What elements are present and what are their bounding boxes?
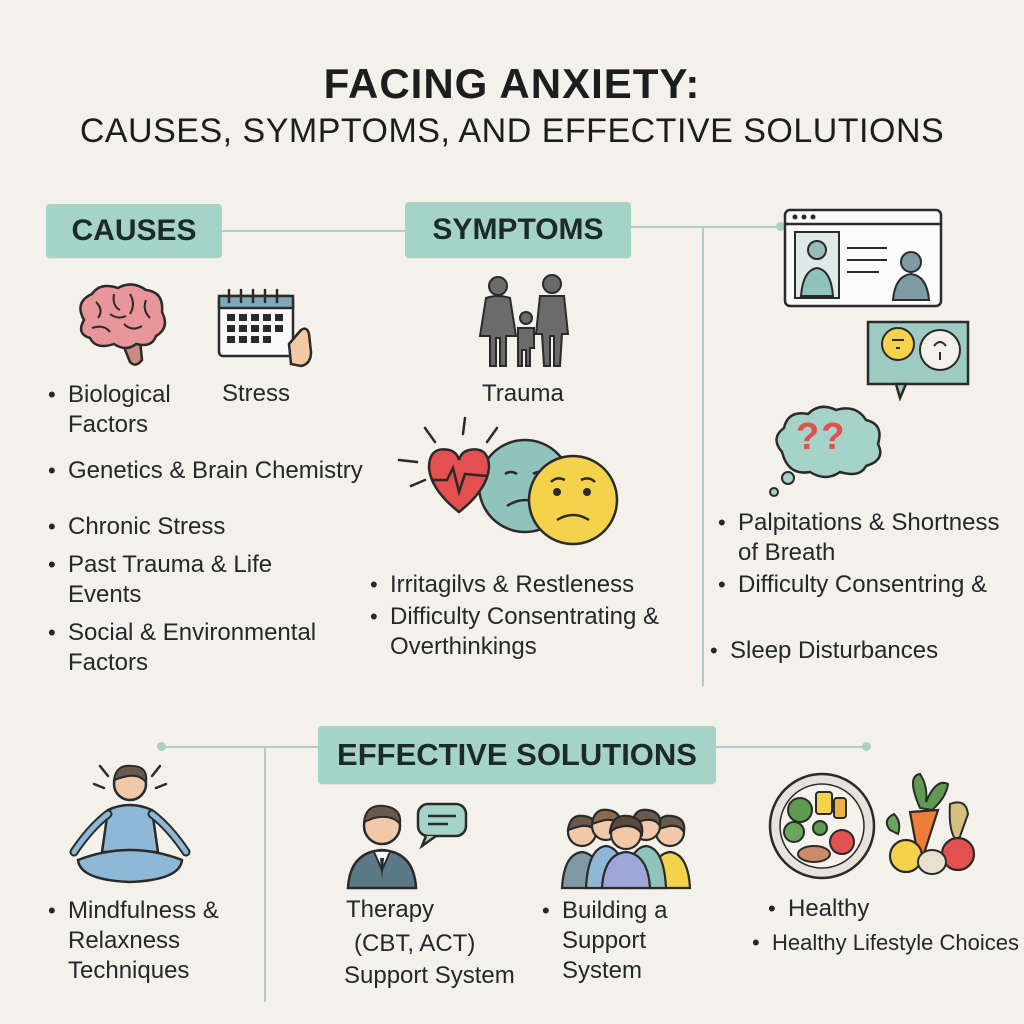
connector-dot-left <box>157 742 166 751</box>
connector-dot-right <box>862 742 871 751</box>
video-call-window-icon <box>783 208 943 308</box>
solution-support: Building a Support System <box>542 896 732 986</box>
solution-lifestyle: Healthy Lifestyle Choices <box>752 928 1022 958</box>
cause-item-chronic-stress: Chronic Stress <box>48 512 368 542</box>
page-title: FACING ANXIETY: <box>323 60 701 107</box>
page-subtitle: CAUSES, SYMPTOMS, AND EFFECTIVE SOLUTION… <box>79 112 945 150</box>
connector-bottom-vertical <box>264 746 266 1002</box>
support-group-icon <box>560 808 692 890</box>
solution-therapy: Therapy <box>346 896 435 923</box>
causes-heading: CAUSES <box>46 204 222 258</box>
cause-item-genetics: Genetics & Brain Chemistry <box>48 456 378 486</box>
vegetables-icon <box>885 772 976 875</box>
calendar-icon <box>217 288 313 368</box>
connector-bottom-horizontal <box>162 746 320 748</box>
symptoms-heading: SYMPTOMS <box>405 202 631 258</box>
symptom-item-palpitations: Palpitations & Shortness of Breath <box>718 508 1008 568</box>
solution-therapy-support: Support System <box>344 962 515 989</box>
cause-item-biological: Biological Factors <box>48 380 188 440</box>
thought-cloud-question-marks: ?? <box>796 416 847 458</box>
chat-bubbles-icon <box>866 320 970 402</box>
healthy-plate-icon <box>768 772 876 880</box>
cause-stress-label: Stress <box>222 380 291 407</box>
solution-mindfulness: Mindfulness & Relaxness Techniques <box>48 896 238 986</box>
cause-item-past-trauma: Past Trauma & Life Events <box>48 550 298 610</box>
symptom-item-difficulty: Difficulty Consentring & <box>718 570 1018 600</box>
therapist-speech-icon <box>346 802 468 890</box>
symptom-item-irritability: Irritagilvs & Restleness <box>370 570 690 600</box>
connector-right-vertical <box>702 226 704 686</box>
cause-item-social: Social & Environmental Factors <box>48 618 338 678</box>
thought-cloud-icon <box>769 405 882 497</box>
solutions-heading: EFFECTIVE SOLUTIONS <box>318 726 716 784</box>
brain-icon <box>79 283 167 366</box>
symptom-item-sleep: Sleep Disturbances <box>710 636 1000 666</box>
symptom-trauma-label: Trauma <box>482 380 564 407</box>
connector-top-right <box>630 226 780 228</box>
connector-top-horizontal <box>222 230 407 232</box>
heartbeat-sad-faces-icon <box>397 416 619 546</box>
solution-healthy: Healthy <box>768 894 869 924</box>
connector-dot-top <box>776 222 785 231</box>
family-icon <box>478 274 570 367</box>
symptom-item-concentration: Difficulty Consentrating & Overthinkings <box>370 602 680 662</box>
connector-bottom-right <box>716 746 866 748</box>
meditation-person-icon <box>69 764 191 884</box>
solution-therapy-types: (CBT, ACT) <box>354 930 476 957</box>
